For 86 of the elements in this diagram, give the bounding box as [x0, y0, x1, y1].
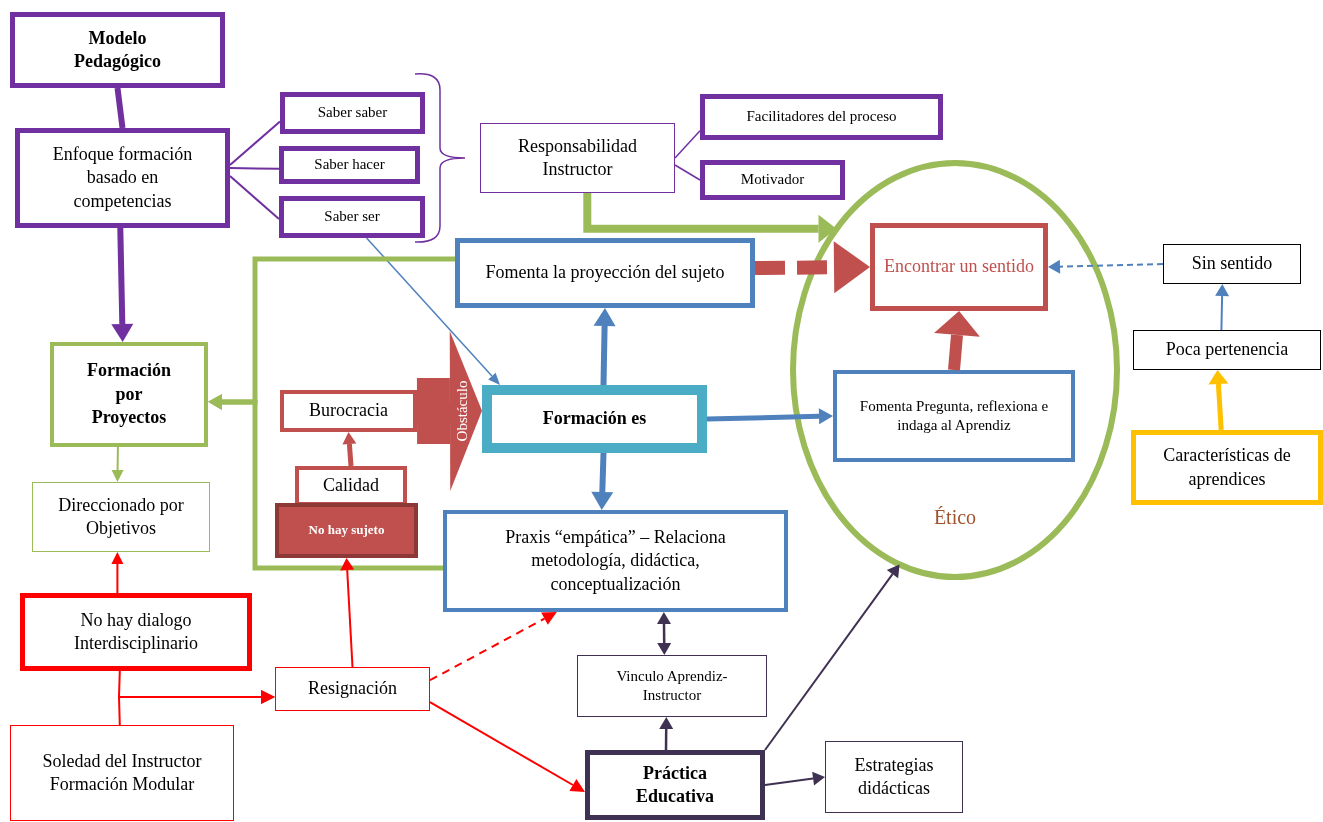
box-label: Saber saber — [316, 103, 389, 123]
concept-box — [50, 342, 208, 447]
box-label: Vinculo Aprendiz-Instructor — [615, 666, 729, 705]
arrow — [591, 452, 614, 510]
concept-box — [870, 223, 1048, 311]
box-label: Saber hacer — [313, 155, 386, 175]
concept-box — [275, 503, 418, 558]
arrow — [706, 408, 833, 425]
box-label: Formación es — [541, 407, 648, 431]
arrow — [764, 564, 900, 751]
box-label: Fomenta la proyección del sujeto — [484, 261, 726, 285]
box-label: Ético — [932, 505, 978, 530]
concept-box — [1131, 430, 1323, 505]
concept-box — [1163, 244, 1301, 284]
concept-box — [280, 390, 417, 432]
concept-box — [20, 593, 252, 671]
concept-box — [10, 12, 225, 88]
arrow — [583, 193, 837, 243]
concept-box — [455, 238, 755, 308]
arrow — [429, 611, 557, 682]
concept-box — [482, 385, 707, 453]
block-arrow — [416, 330, 482, 491]
arrow — [1208, 370, 1229, 431]
connector-line — [674, 164, 701, 181]
concept-box — [280, 92, 425, 134]
concept-box — [279, 196, 425, 238]
box-label: Fomenta Pregunta, reflexiona e indaga al Aprendiz — [858, 396, 1050, 435]
concept-box — [480, 123, 675, 193]
box-label: Poca pertenencia — [1164, 338, 1290, 362]
box-label: Práctica Educativa — [635, 761, 715, 808]
box-label: Direccionado por Objetivos — [57, 493, 185, 540]
box-label: Resignación — [307, 677, 398, 701]
box-label: Enfoque formación basado en competencias — [51, 142, 194, 213]
box-label: Motivador — [739, 170, 806, 190]
arrow — [429, 701, 585, 792]
arrow — [340, 558, 355, 668]
box-label: Saber ser — [323, 207, 381, 227]
concept-box — [32, 482, 210, 552]
concept-box — [275, 667, 430, 711]
arrow — [754, 241, 870, 294]
connector-line — [229, 120, 281, 166]
concept-box — [279, 146, 420, 184]
arrow — [659, 717, 674, 750]
concept-box — [700, 160, 845, 200]
box-label: Praxis “empática” – Relaciona metodología, didáctica, conceptualización — [504, 525, 727, 596]
concept-box — [833, 370, 1075, 462]
arrow — [111, 446, 124, 482]
box-label: No hay dialogo Interdisciplinario — [73, 608, 199, 655]
arrow — [1215, 284, 1230, 331]
concept-box — [15, 128, 230, 228]
arrow — [111, 552, 124, 594]
connector-line — [229, 167, 280, 170]
box-label: Soledad del Instructor Formación Modular — [41, 749, 203, 796]
edge-label: Obstáculo — [453, 380, 470, 442]
box-label: Responsabilidad Instructor — [517, 134, 638, 181]
arrow — [1048, 259, 1164, 274]
arrow — [111, 227, 134, 342]
box-label: Encontrar un sentido — [883, 255, 1035, 279]
connector-line — [674, 130, 701, 159]
connector-line — [114, 87, 126, 129]
box-label: Calidad — [322, 474, 380, 498]
concept-box — [1133, 330, 1321, 370]
concept-box — [825, 741, 963, 813]
box-label: Burocracia — [308, 399, 389, 423]
concept-box — [295, 466, 407, 506]
arrow — [593, 308, 616, 386]
connector-line — [229, 175, 280, 221]
arrow — [342, 432, 357, 467]
box-label: Modelo Pedagógico — [73, 26, 162, 73]
arrow — [934, 311, 980, 371]
concept-box — [585, 750, 765, 820]
box-label: Características de aprendices — [1162, 444, 1292, 491]
concept-box — [443, 510, 788, 612]
box-label: Estrategias didácticas — [853, 753, 935, 800]
arrow — [117, 689, 275, 726]
concept-box — [700, 94, 943, 140]
box-label: Facilitadores del proceso — [745, 107, 898, 127]
arrow — [764, 771, 825, 786]
concept-box — [577, 655, 767, 717]
box-label: Sin sentido — [1190, 252, 1274, 276]
arrow — [208, 393, 443, 571]
arrow — [365, 237, 500, 385]
box-label: Formación por Proyectos — [86, 359, 172, 430]
arrow — [657, 612, 672, 655]
box-label: No hay sujeto — [307, 522, 386, 539]
concept-box — [10, 725, 234, 821]
